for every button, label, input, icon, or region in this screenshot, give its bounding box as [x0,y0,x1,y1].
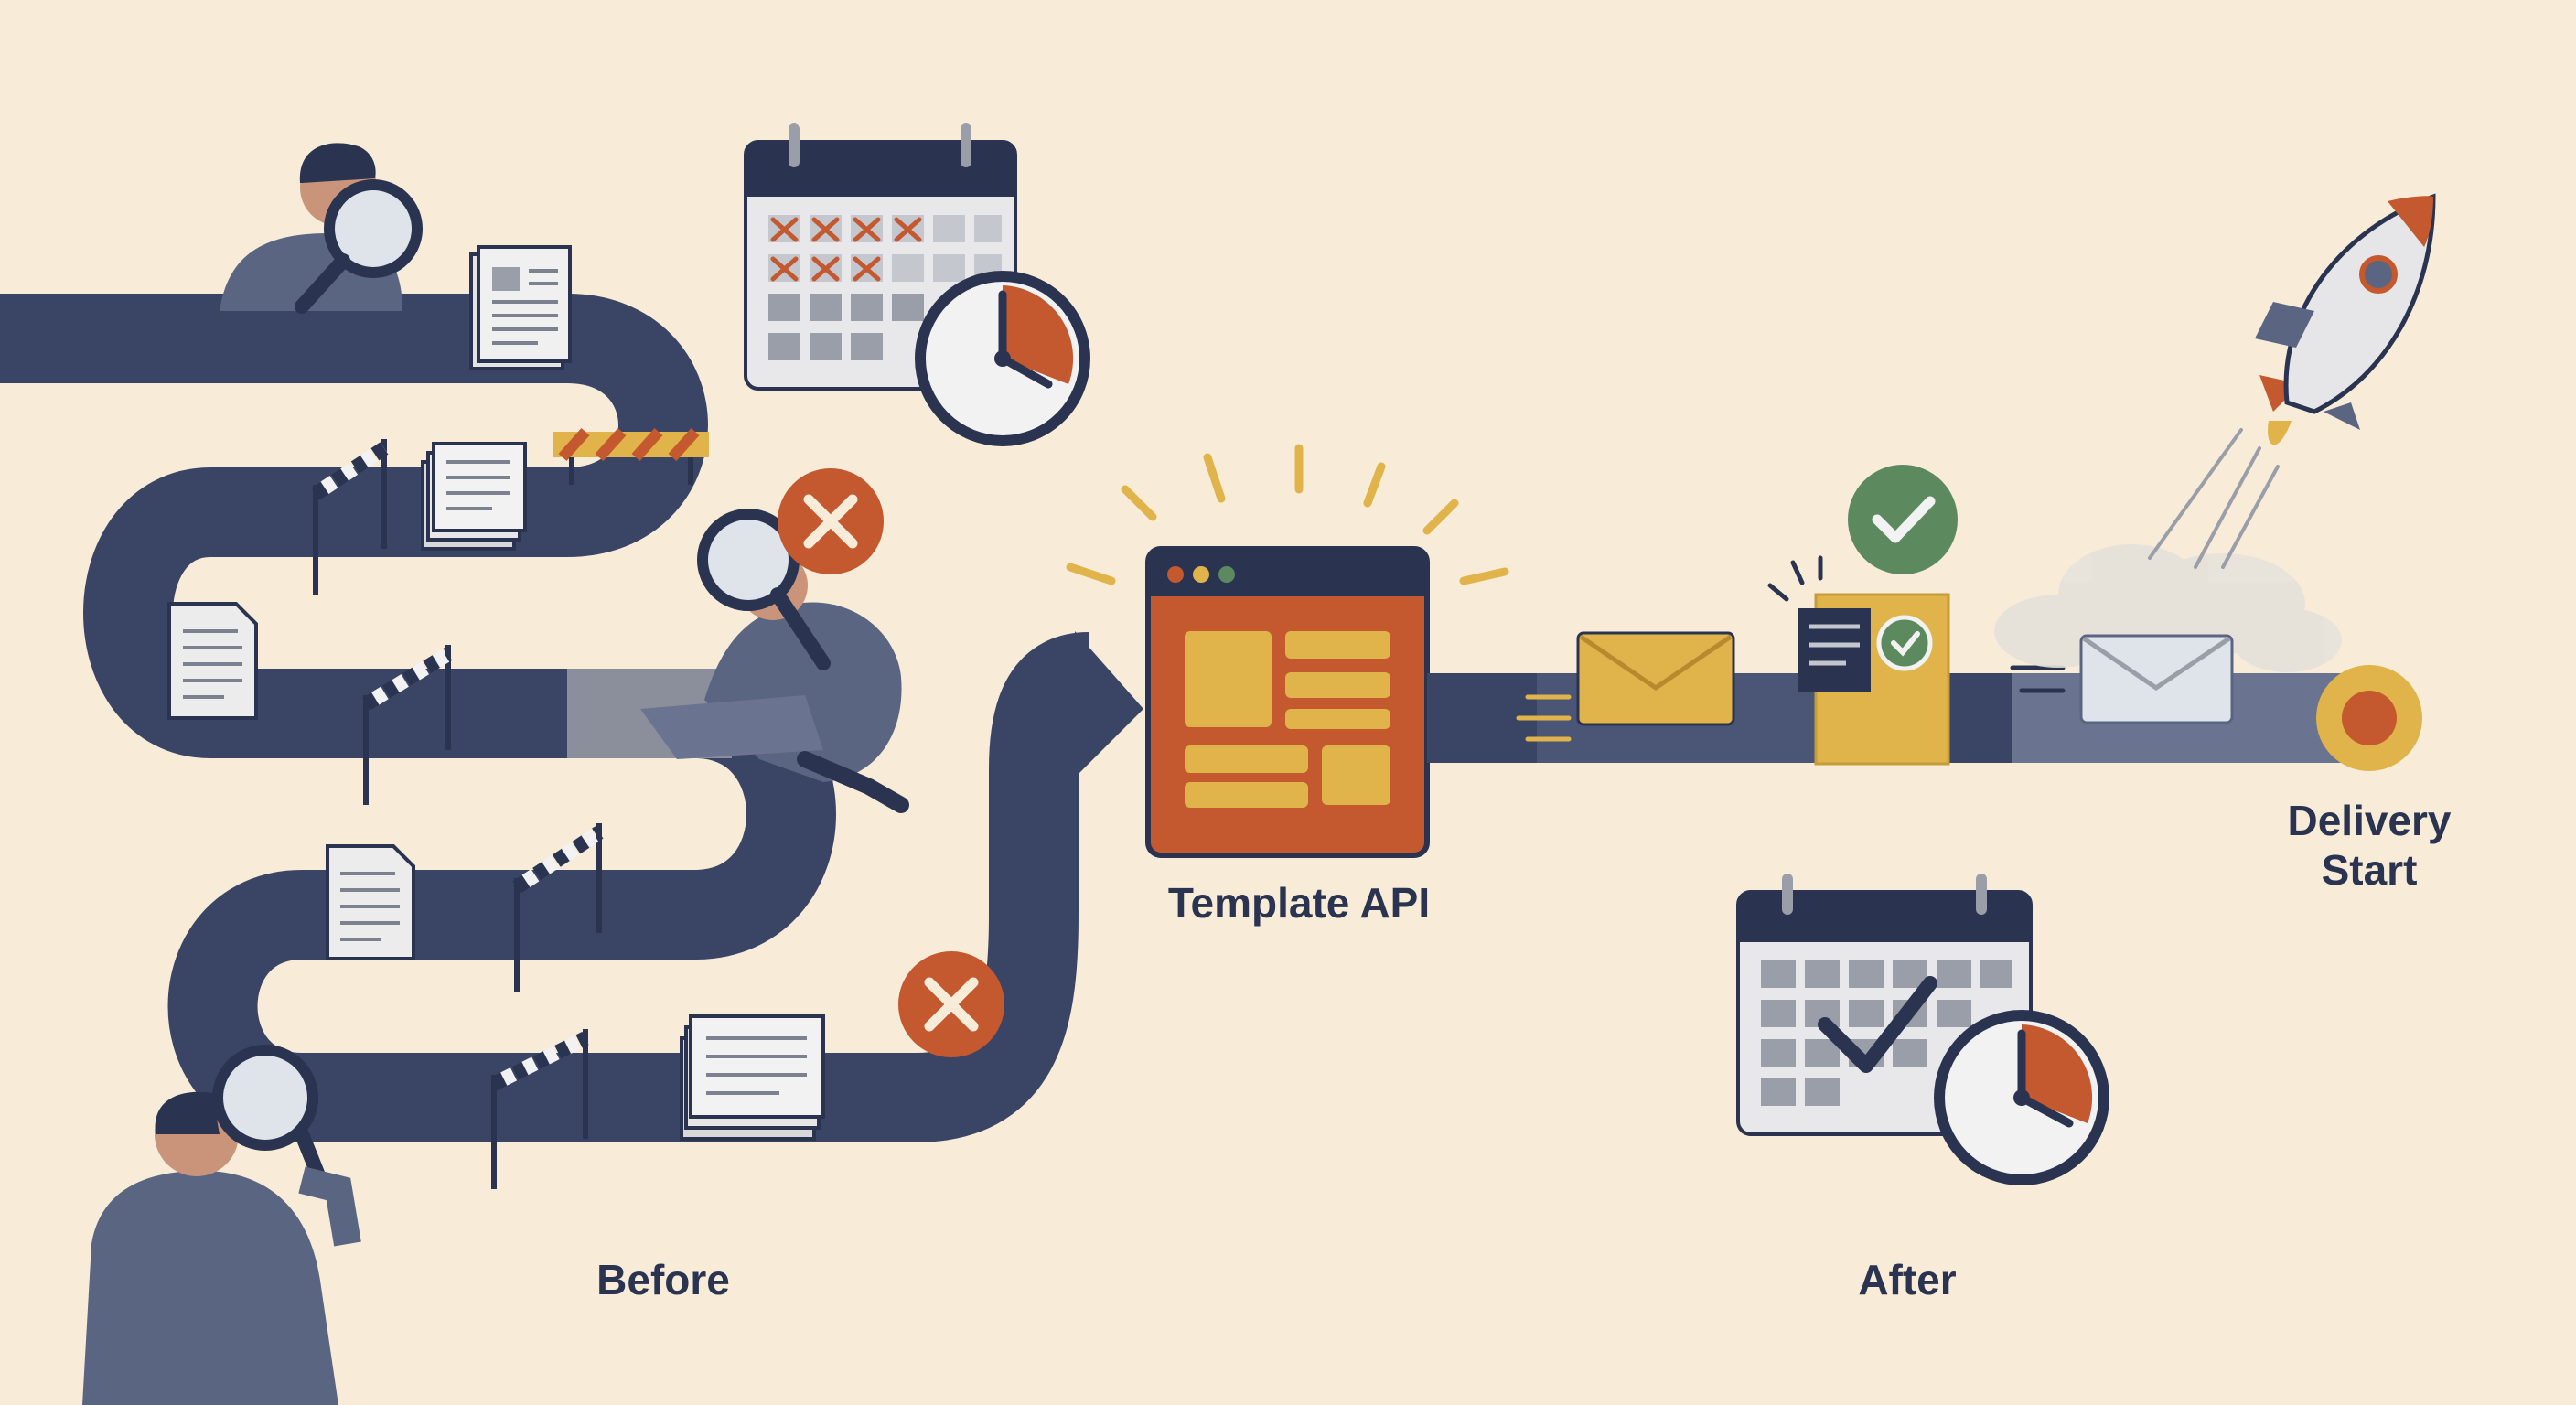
rocket-icon [2148,193,2436,569]
barrier-icon [361,645,453,805]
document-stack-icon [421,442,527,551]
delivery-label-line1: Delivery [2287,797,2452,844]
error-x-icon [778,468,884,574]
magnifier-icon [212,1045,318,1151]
roadblock-barrier-icon [553,428,709,485]
document-icon [469,245,572,370]
browser-window-icon [1145,546,1430,858]
barrier-icon [490,1029,589,1189]
check-document-icon [1798,593,1950,766]
delivery-label-line2: Start [2321,846,2418,895]
clock-icon [1934,1010,2109,1185]
before-label: Before [596,1256,730,1303]
calendar-icon [1736,874,2033,1136]
road-arrowhead-icon [1075,631,1143,778]
document-stack-icon [680,1014,825,1141]
template-api-rays [1066,444,1509,585]
clock-icon [915,271,1090,446]
magnifier-icon [324,179,423,278]
envelope-icon [1576,631,1735,726]
person-searching-icon [640,509,909,813]
delivery-endpoint-icon [2316,665,2422,771]
envelope-icon [2079,634,2234,724]
barrier-icon [311,439,389,595]
person-inspecting-icon [220,143,423,314]
error-x-icon [898,951,1004,1057]
check-badge-icon [1767,465,1958,602]
delivery-start-label: Delivery Start [2205,796,2534,896]
document-icon [326,844,415,960]
after-label: After [1858,1256,1957,1303]
template-api-label: Template API [1167,879,1431,927]
person-inspecting-icon [82,1045,361,1405]
road-barriers [311,439,604,1189]
barrier-icon [512,823,604,992]
document-icon [167,602,258,720]
smoke-cloud [1994,544,2342,672]
